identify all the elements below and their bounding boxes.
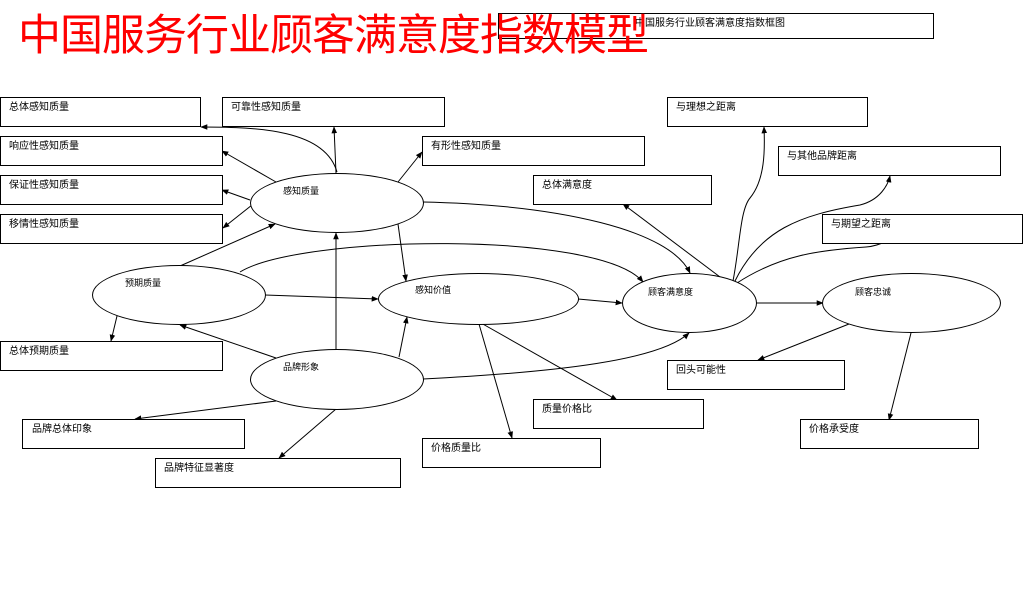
- arrow-pq-to-pv: [397, 223, 408, 282]
- construct-brand-image: 品牌形象: [250, 349, 424, 410]
- indicator-responsiveness-perceived-quality: 响应性感知质量: [0, 136, 223, 166]
- arrow-pq-to-responsiveness: [221, 150, 277, 183]
- construct-brand-image-label: 品牌形象: [283, 363, 320, 373]
- arrow-loyalty-to-price-tolerance: [887, 332, 912, 421]
- arrow-pq-to-tangible: [397, 151, 423, 183]
- arrow-pq-to-reliability: [331, 126, 338, 174]
- indicator-overall-perceived-quality: 总体感知质量: [0, 97, 201, 127]
- indicator-price-quality-ratio: 价格质量比: [422, 438, 601, 468]
- construct-customer-satisfaction-label: 顾客满意度: [648, 288, 694, 298]
- arrow-bi-to-cs: [422, 332, 690, 380]
- arrow-loyalty-to-repurchase: [757, 323, 850, 361]
- arrow-eq-to-pq: [179, 223, 276, 267]
- arrow-pv-to-cs: [577, 298, 623, 306]
- arrow-bi-to-brand-impression: [134, 400, 277, 421]
- page-title: 中国服务行业顾客满意度指数模型: [18, 11, 649, 61]
- arrow-bi-to-eq: [179, 324, 277, 359]
- arrow-pv-to-price-quality: [478, 323, 513, 439]
- construct-perceived-quality-label: 感知质量: [283, 187, 320, 197]
- construct-expected-quality-label: 预期质量: [125, 279, 162, 289]
- diagram-caption: 中国服务行业顾客满意度指数框图: [498, 13, 934, 39]
- indicator-overall-satisfaction: 总体满意度: [533, 175, 712, 205]
- arrow-pq-to-empathy: [222, 204, 253, 229]
- construct-perceived-quality: 感知质量: [250, 173, 424, 233]
- construct-customer-loyalty-label: 顾客忠诚: [855, 288, 892, 298]
- arrow-pq-to-cs: [422, 201, 691, 274]
- indicator-reliability-perceived-quality: 可靠性感知质量: [222, 97, 445, 127]
- construct-perceived-value: 感知价值: [378, 273, 579, 325]
- arrow-bi-to-pv: [398, 316, 409, 358]
- indicator-brand-overall-impression: 品牌总体印象: [22, 419, 245, 449]
- indicator-tangible-perceived-quality: 有形性感知质量: [422, 136, 645, 166]
- arrow-eq-to-overall-expected: [109, 315, 118, 342]
- arrow-bi-to-brand-salience: [278, 408, 337, 459]
- arrow-cs-to-ideal: [732, 126, 768, 282]
- arrow-eq-to-pv: [264, 294, 379, 302]
- arrow-pq-to-assurance: [221, 189, 251, 201]
- construct-customer-loyalty: 顾客忠诚: [822, 273, 1001, 333]
- arrow-pv-to-quality-price: [480, 322, 618, 401]
- indicator-distance-from-other-brands: 与其他品牌距离: [778, 146, 1001, 176]
- indicator-quality-price-ratio: 质量价格比: [533, 399, 704, 429]
- indicator-overall-expected-quality: 总体预期质量: [0, 341, 223, 371]
- indicator-brand-feature-salience: 品牌特征显著度: [155, 458, 401, 488]
- indicator-distance-from-ideal: 与理想之距离: [667, 97, 868, 127]
- construct-perceived-value-label: 感知价值: [415, 286, 452, 296]
- arrow-eq-to-cs: [239, 243, 644, 283]
- indicator-assurance-perceived-quality: 保证性感知质量: [0, 175, 223, 205]
- arrow-cs-to-other-brands: [734, 175, 892, 282]
- arrow-cs-to-overall-sat: [622, 203, 729, 284]
- construct-expected-quality: 预期质量: [92, 265, 266, 325]
- indicator-distance-from-expectation: 与期望之距离: [822, 214, 1023, 244]
- construct-customer-satisfaction: 顾客满意度: [622, 273, 757, 333]
- indicator-repurchase-likelihood: 回头可能性: [667, 360, 845, 390]
- indicator-price-tolerance: 价格承受度: [800, 419, 979, 449]
- arrow-pq-to-overall: [200, 124, 338, 173]
- indicator-empathy-perceived-quality: 移情性感知质量: [0, 214, 223, 244]
